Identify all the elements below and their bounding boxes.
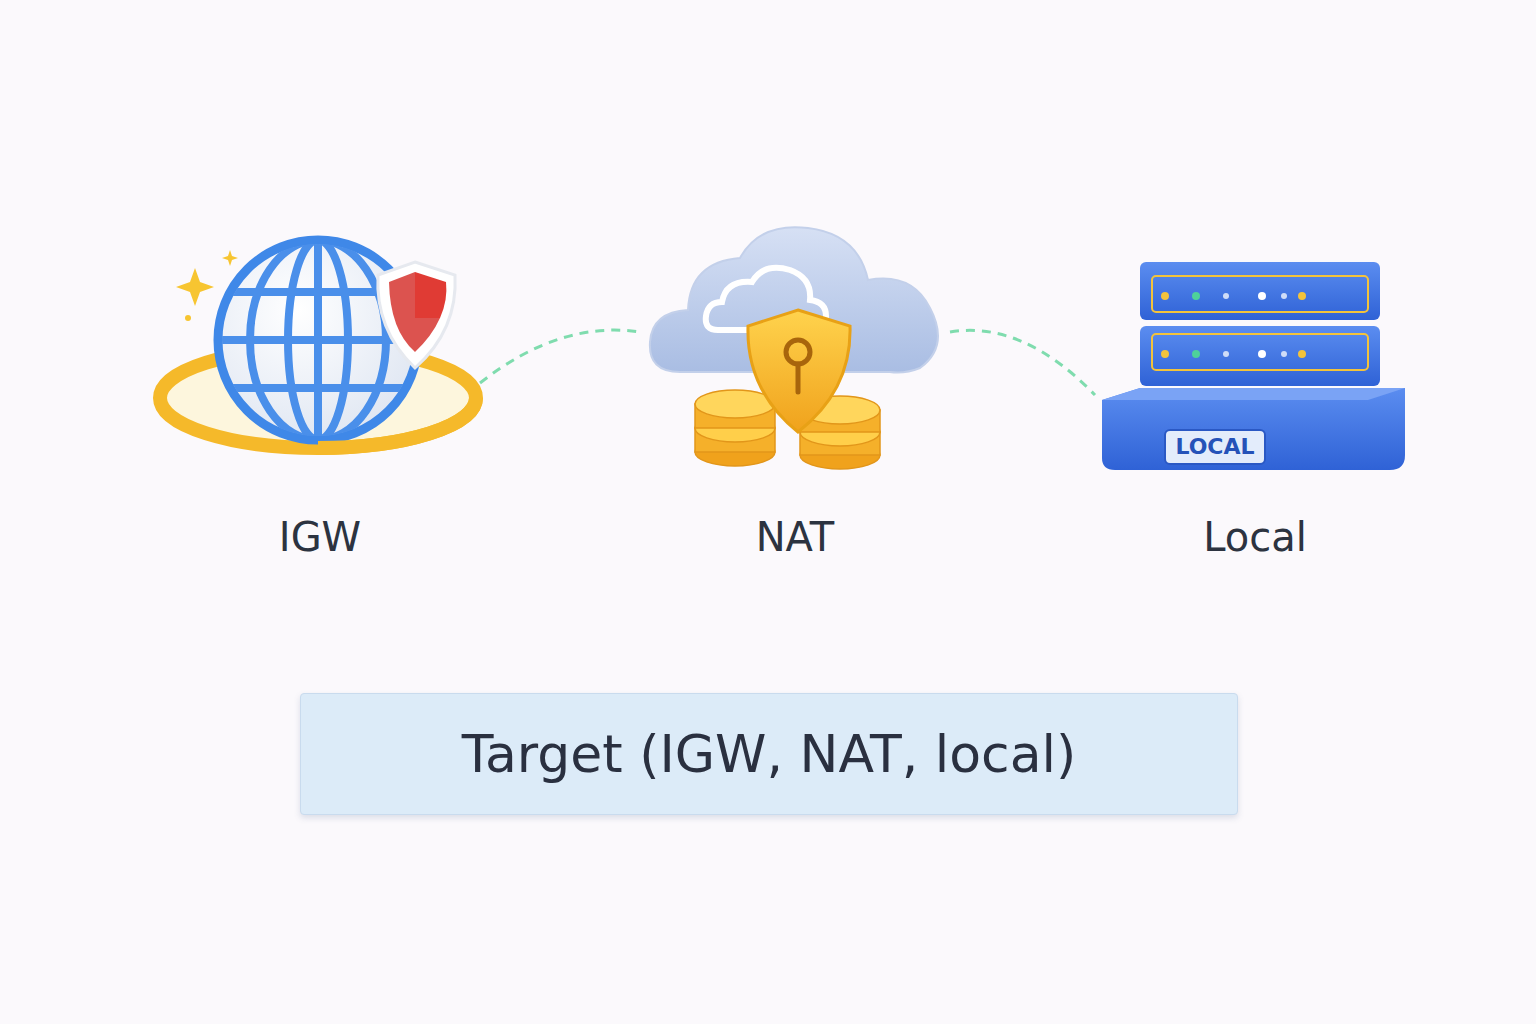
target-text: Target (IGW, NAT, local) <box>462 724 1077 784</box>
node-label: NAT <box>640 515 950 559</box>
icon-node: LOCAL Local <box>1095 250 1415 560</box>
dashed-connector <box>950 330 1095 395</box>
server-icon <box>1102 262 1405 470</box>
cloud-icon <box>650 227 938 469</box>
node-label: Local <box>1095 515 1415 559</box>
globe-icon <box>160 240 476 448</box>
node-label: IGW <box>160 515 480 559</box>
plaque-text: LOCAL <box>1165 431 1265 463</box>
icon-node: NAT <box>640 225 950 560</box>
icon-node: IGW <box>160 240 480 560</box>
dashed-connector <box>480 330 640 383</box>
target-box: Target (IGW, NAT, local) <box>300 693 1238 815</box>
